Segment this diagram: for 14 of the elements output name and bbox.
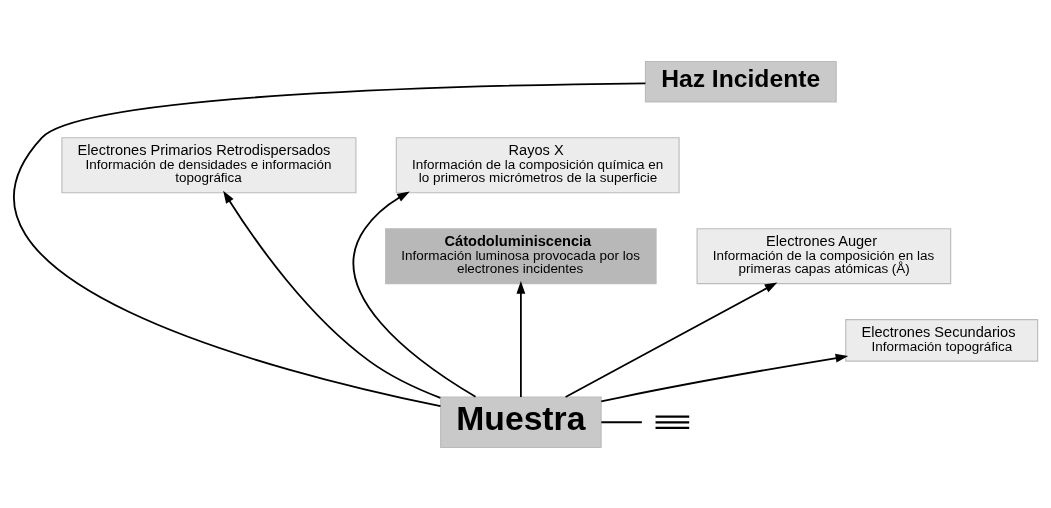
node-box: Electrones Secundarios Información topográfica <box>845 318 1039 362</box>
connector <box>600 420 643 423</box>
node-box: Rayos X Información de la composición química en lo primeros micrómetros de la superficie <box>395 136 680 193</box>
arrow <box>564 281 778 398</box>
arrow <box>600 353 849 402</box>
connector <box>13 81 647 407</box>
node-box: Electrones Auger Información de la composición en las primeras capas atómicas (Å) <box>696 227 952 284</box>
arrow <box>516 280 526 398</box>
node-box: Cátodoluminiscencia Información luminosa provocada por los electrones incidentes <box>385 227 657 284</box>
node-box: Electrones Primarios Retrodispersados Información de densidades e información topográfica <box>61 136 357 193</box>
node-box: Muestra <box>440 395 602 448</box>
node-box: Haz Incidente <box>644 60 837 102</box>
arrow <box>352 191 477 398</box>
arrow <box>223 190 442 399</box>
